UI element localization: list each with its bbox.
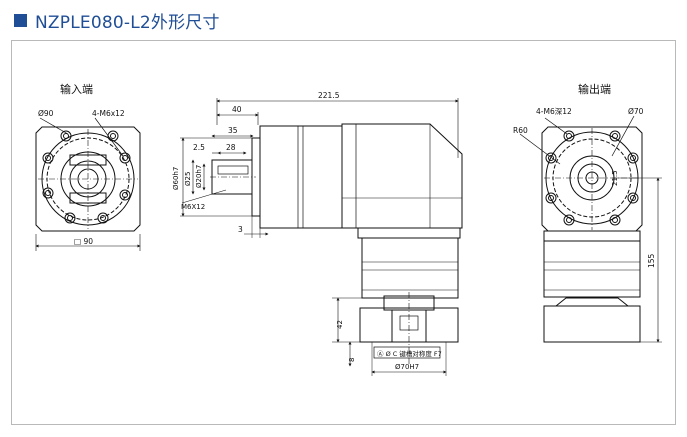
output-r-label: R60	[513, 126, 528, 135]
input-holes-label: 4-M6x12	[92, 109, 125, 118]
output-end-view: 输出端 4-M6深12 Ø70 R60 21.5	[513, 82, 662, 343]
lower-housing	[361, 238, 459, 299]
input-dia-label: Ø90	[38, 109, 54, 118]
dim-28: 28	[226, 143, 236, 152]
output-holes	[545, 130, 639, 226]
output-lower-housing	[543, 240, 641, 298]
dim-35: 35	[228, 126, 238, 135]
dim-total: 221.5	[318, 91, 340, 100]
drawing-panel	[11, 40, 676, 425]
dim-m6: M6X12	[181, 203, 205, 211]
dim-3: 3	[238, 225, 243, 234]
output-dia-label: Ø70	[628, 107, 644, 116]
input-width-label: □ 90	[74, 237, 93, 246]
input-holes	[42, 130, 131, 224]
page-title: NZPLE080-L2外形尺寸	[35, 12, 220, 33]
side-view: 221.5 40 35 2.5 28	[172, 91, 463, 376]
output-dim-155: 155	[647, 253, 656, 268]
header-square-icon	[14, 13, 27, 27]
tolerance-label: Ⓐ Ø C 键槽对称度 F7	[377, 349, 442, 358]
input-end-view: 输入端 Ø90 4-M6x12 □ 90	[35, 82, 141, 251]
adapter-body	[259, 125, 343, 229]
input-flange	[35, 126, 141, 232]
output-end-label: 输出端	[578, 82, 611, 96]
dim-d70: Ø70H7	[395, 363, 419, 371]
tolerance-frame	[373, 346, 441, 359]
section-header: NZPLE080-L2外形尺寸	[14, 8, 220, 33]
gearbox-body	[341, 123, 463, 229]
dim-d25: Ø25	[184, 172, 192, 186]
dim-42: 42	[336, 320, 344, 329]
output-lower-ring	[543, 230, 641, 242]
output-holes-label: 4-M6深12	[536, 107, 572, 116]
lower-ring	[357, 227, 461, 239]
dim-40: 40	[232, 105, 242, 114]
dim-2-5: 2.5	[193, 143, 205, 152]
dim-d20: Ø20h7	[195, 165, 203, 188]
dim-d60: Ø60h7	[172, 167, 180, 190]
output-bottom-flange	[543, 305, 641, 343]
input-end-label: 输入端	[60, 82, 93, 96]
dim-8: 8	[348, 358, 356, 362]
